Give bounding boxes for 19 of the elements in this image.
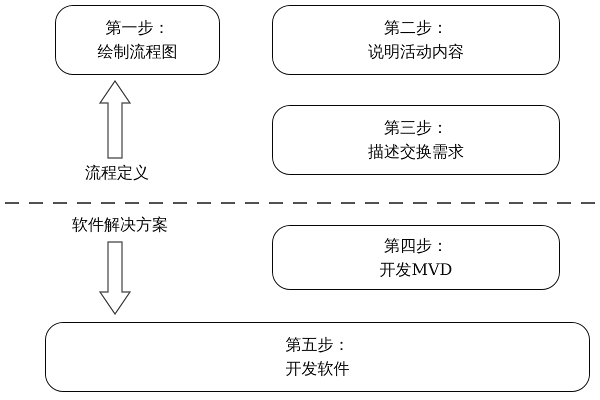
step-text: 开发MVD <box>380 258 452 280</box>
step-box <box>272 5 560 75</box>
hollow-arrow <box>98 80 132 159</box>
step-heading: 第二步： <box>384 17 448 39</box>
step-heading: 第三步： <box>384 117 448 139</box>
step-text: 描述交换需求 <box>368 141 464 163</box>
hollow-arrow <box>98 241 132 316</box>
step-box <box>272 225 560 290</box>
step-text: 开发软件 <box>286 358 350 380</box>
step-box <box>55 5 220 75</box>
step-box <box>272 105 560 175</box>
step-text: 说明活动内容 <box>368 41 464 63</box>
step-box <box>45 322 590 392</box>
section-label: 软件解决方案 <box>50 212 190 238</box>
step-text: 绘制流程图 <box>98 41 178 63</box>
step-heading: 第一步： <box>106 17 170 39</box>
step-heading: 第四步： <box>384 234 448 256</box>
step-heading: 第五步： <box>286 334 350 356</box>
section-label: 流程定义 <box>62 160 172 186</box>
